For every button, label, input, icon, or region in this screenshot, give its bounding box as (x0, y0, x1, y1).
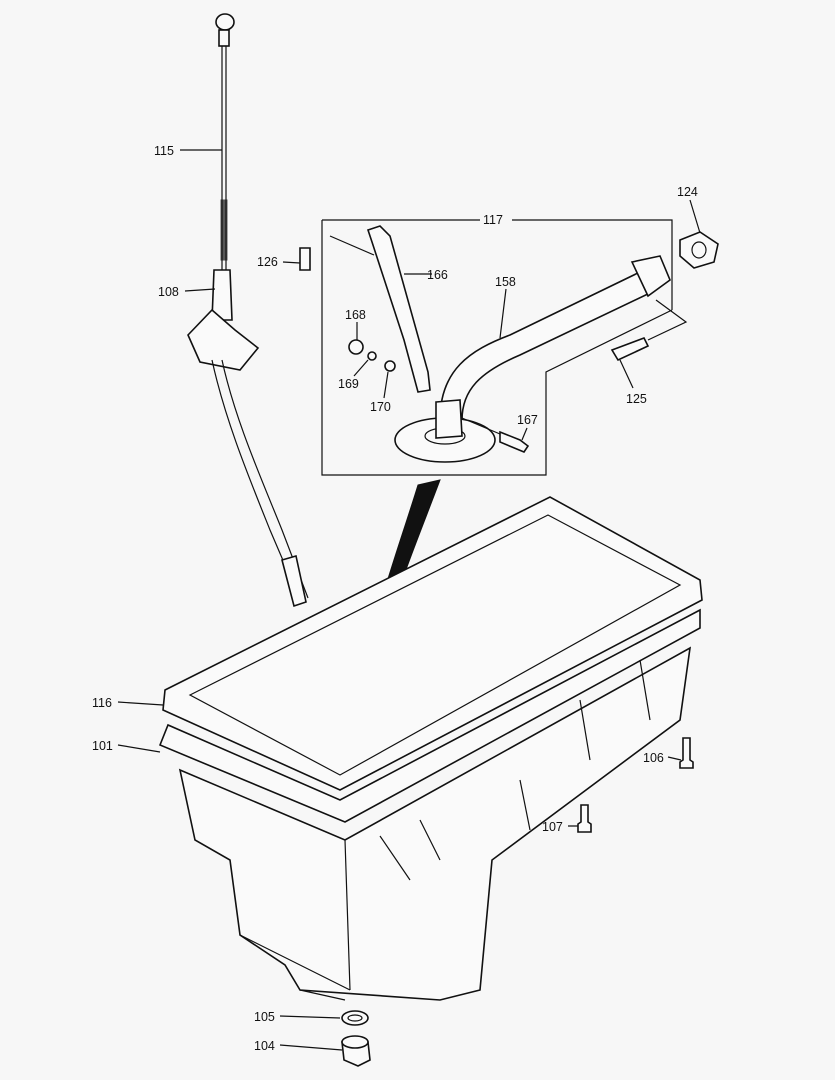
bolt-126 (299, 247, 311, 271)
callout-170: 170 (370, 400, 391, 414)
bolt-107 (577, 804, 592, 833)
pickup-tube (394, 255, 671, 463)
callout-169: 169 (338, 377, 359, 391)
callout-107: 107 (542, 820, 563, 834)
callout-116: 116 (92, 696, 112, 710)
nut-168 (348, 339, 364, 355)
bolt-125 (610, 336, 650, 362)
assembly-117-frame (321, 219, 673, 476)
callout-167: 167 (517, 413, 538, 427)
callout-125: 125 (626, 392, 647, 406)
callout-168: 168 (345, 308, 366, 322)
callout-126: 126 (257, 255, 278, 269)
callout-101: 101 (92, 739, 113, 753)
callout-108: 108 (158, 285, 179, 299)
callout-117: 117 (483, 213, 503, 227)
bolt-167 (499, 430, 530, 453)
callout-115: 115 (154, 144, 174, 158)
callout-104: 104 (254, 1039, 275, 1053)
callout-158: 158 (495, 275, 516, 289)
gasket-seal-124 (679, 231, 719, 269)
pan-gasket (162, 496, 703, 791)
washer-169 (367, 351, 377, 361)
dipstick-tube (187, 269, 309, 608)
bracket (329, 225, 431, 393)
callout-166: 166 (427, 268, 448, 282)
callout-124: 124 (677, 185, 698, 199)
drain-washer (341, 1010, 369, 1026)
callout-106: 106 (643, 751, 664, 765)
oil-pan (158, 608, 701, 1001)
washer-170 (384, 360, 396, 372)
callout-105: 105 (254, 1010, 275, 1024)
bolt-106 (679, 737, 694, 769)
dipstick (215, 13, 235, 270)
